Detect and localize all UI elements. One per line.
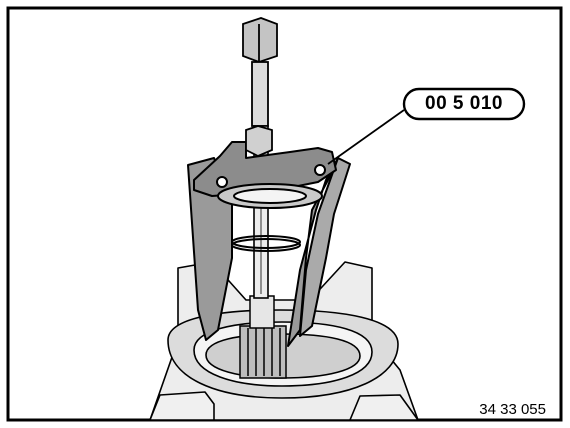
special-tool-number-label: 00 5 010 xyxy=(425,93,503,114)
retaining-ring xyxy=(231,235,301,252)
puller-arms xyxy=(187,157,351,347)
spindle-nut xyxy=(245,125,273,157)
spindle-hex-head xyxy=(242,17,278,127)
puller-crossbar xyxy=(193,141,337,209)
figure-reference-number: 34 33 055 xyxy=(479,401,546,418)
callout-bubble xyxy=(402,87,526,121)
callout-leader-line xyxy=(327,109,405,165)
splined-shaft xyxy=(239,295,287,379)
